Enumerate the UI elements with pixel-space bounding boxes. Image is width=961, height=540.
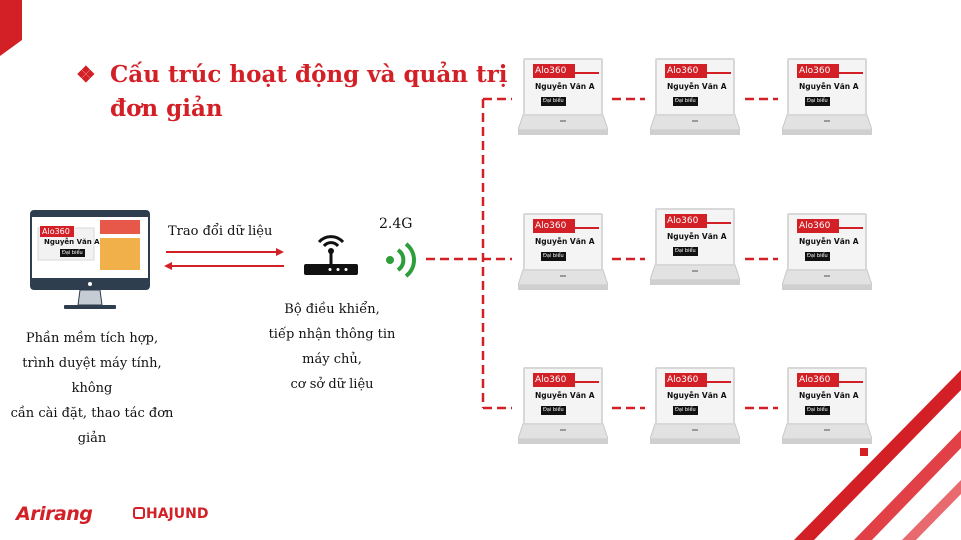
tag-role: Đại biểu: [805, 406, 830, 415]
arirang-logo: Arirang: [16, 503, 93, 525]
exchange-arrows: [164, 248, 284, 270]
tag-stand: [650, 421, 740, 444]
router-icon: [304, 235, 358, 275]
tag-brand: Alo360: [797, 373, 839, 387]
tag-name: Nguyễn Văn A: [799, 391, 859, 400]
title-line-2: đơn giản: [110, 95, 223, 122]
router-caption-line: máy chủ,: [302, 352, 362, 367]
tag-stand: [650, 112, 740, 135]
tag-brand: Alo360: [533, 373, 575, 387]
tag-role: Đại biểu: [673, 247, 698, 256]
computer-caption-line: trình duyệt máy tính, không: [22, 356, 162, 396]
exchange-label: Trao đổi dữ liệu: [168, 224, 273, 239]
tag-role: Đại biểu: [541, 97, 566, 106]
router-caption-line: Bộ điều khiển,: [284, 302, 380, 317]
tag-name: Nguyễn Văn A: [667, 82, 727, 91]
tag-stand: [518, 267, 608, 290]
monitor-role-label: Đại biểu: [60, 249, 85, 257]
computer-caption: Phần mềm tích hợp, trình duyệt máy tính,…: [0, 326, 184, 451]
arrow-head-left-icon: [164, 262, 172, 270]
arrow-head-right-icon: [276, 248, 284, 256]
corner-decoration-bottom-right: [794, 370, 961, 540]
tag-name: Nguyễn Văn A: [535, 391, 595, 400]
tag-role: Đại biểu: [805, 252, 830, 261]
tag-brand: Alo360: [533, 64, 575, 78]
tag-name: Nguyễn Văn A: [667, 391, 727, 400]
tag-role: Đại biểu: [673, 97, 698, 106]
router-caption: Bộ điều khiển, tiếp nhận thông tin máy c…: [250, 297, 414, 397]
tag-name: Nguyễn Văn A: [535, 237, 595, 246]
tag-brand: Alo360: [797, 64, 839, 78]
tag-name: Nguyễn Văn A: [799, 237, 859, 246]
hajund-mark-icon: [133, 507, 145, 519]
tag-brand: Alo360: [665, 64, 707, 78]
tag-stand: [650, 262, 740, 285]
tag-brand: Alo360: [665, 214, 707, 228]
tag-role: Đại biểu: [805, 97, 830, 106]
tag-stand: [782, 267, 872, 290]
tag-stand: [782, 112, 872, 135]
monitor-brand-label: Alo360: [40, 226, 74, 237]
tag-stand: [518, 421, 608, 444]
tag-brand: Alo360: [533, 219, 575, 233]
monitor-name-label: Nguyễn Văn A: [44, 238, 100, 246]
tag-role: Đại biểu: [541, 406, 566, 415]
computer-caption-line: cần cài đặt, thao tác đơn giản: [10, 406, 174, 446]
tag-brand: Alo360: [665, 373, 707, 387]
router-caption-line: cơ sở dữ liệu: [290, 377, 374, 392]
tag-name: Nguyễn Văn A: [799, 82, 859, 91]
hajund-logo-text: HAJUND: [146, 506, 209, 522]
title-line-1: Cấu trúc hoạt động và quản trị: [110, 61, 508, 88]
hajund-logo: HAJUND: [133, 506, 208, 522]
diamond-bullet-icon: ❖: [76, 62, 96, 88]
tag-brand: Alo360: [797, 219, 839, 233]
tag-name: Nguyễn Văn A: [667, 232, 727, 241]
corner-decoration-top-left: [0, 0, 22, 56]
wifi-signal-icon: [386, 242, 416, 278]
computer-monitor-icon: Alo360 Nguyễn Văn A Đại biểu: [30, 210, 150, 314]
tag-role: Đại biểu: [541, 252, 566, 261]
router-caption-line: tiếp nhận thông tin: [268, 327, 396, 342]
frequency-label: 2.4G: [379, 216, 413, 232]
tag-role: Đại biểu: [673, 406, 698, 415]
tag-stand: [518, 112, 608, 135]
computer-caption-line: Phần mềm tích hợp,: [25, 331, 159, 346]
tag-stand: [782, 421, 872, 444]
tag-name: Nguyễn Văn A: [535, 82, 595, 91]
